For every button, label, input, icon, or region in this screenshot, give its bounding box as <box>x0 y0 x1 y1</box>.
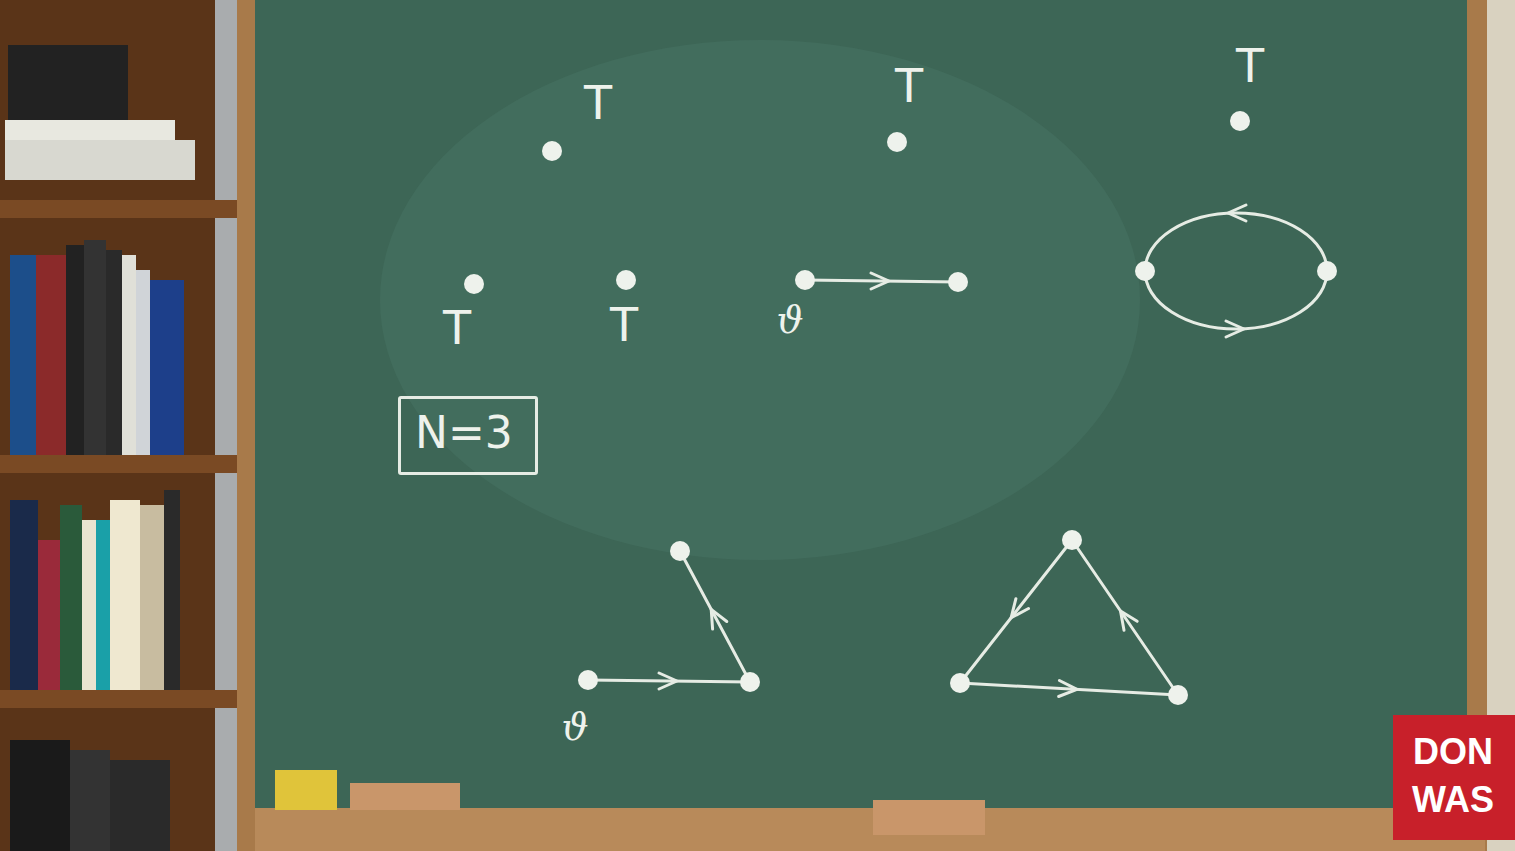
vertex-label: T <box>1236 43 1264 89</box>
vertex-label: T <box>610 302 638 348</box>
board-frame <box>237 0 1487 851</box>
source-label: ϑ <box>561 708 588 746</box>
sign-plate <box>1393 715 1515 840</box>
chalk-lines <box>588 205 1327 697</box>
vertex-label: T <box>443 305 471 351</box>
shelf-board <box>0 200 240 218</box>
sign-text: DON <box>1413 734 1493 770</box>
chalk-ledge <box>255 808 1485 851</box>
bookshelf <box>0 0 250 851</box>
shelf-board <box>0 455 240 473</box>
source-label: ϑ <box>776 301 803 339</box>
chalkboard <box>255 0 1467 812</box>
sign-text: WAS <box>1412 782 1494 818</box>
box-text: N=3 <box>415 407 521 460</box>
eraser <box>873 800 985 835</box>
vertex-label: T <box>895 63 923 109</box>
book-spines <box>5 45 195 851</box>
vertex-label: T <box>584 80 612 126</box>
eraser <box>350 783 460 810</box>
shelf-rail <box>215 0 237 851</box>
vertex-dots <box>464 111 1337 705</box>
chalk-box <box>275 770 337 810</box>
shelf-board <box>0 690 240 708</box>
board-sheen <box>380 40 1140 560</box>
parameter-box: N=3 <box>398 396 538 475</box>
